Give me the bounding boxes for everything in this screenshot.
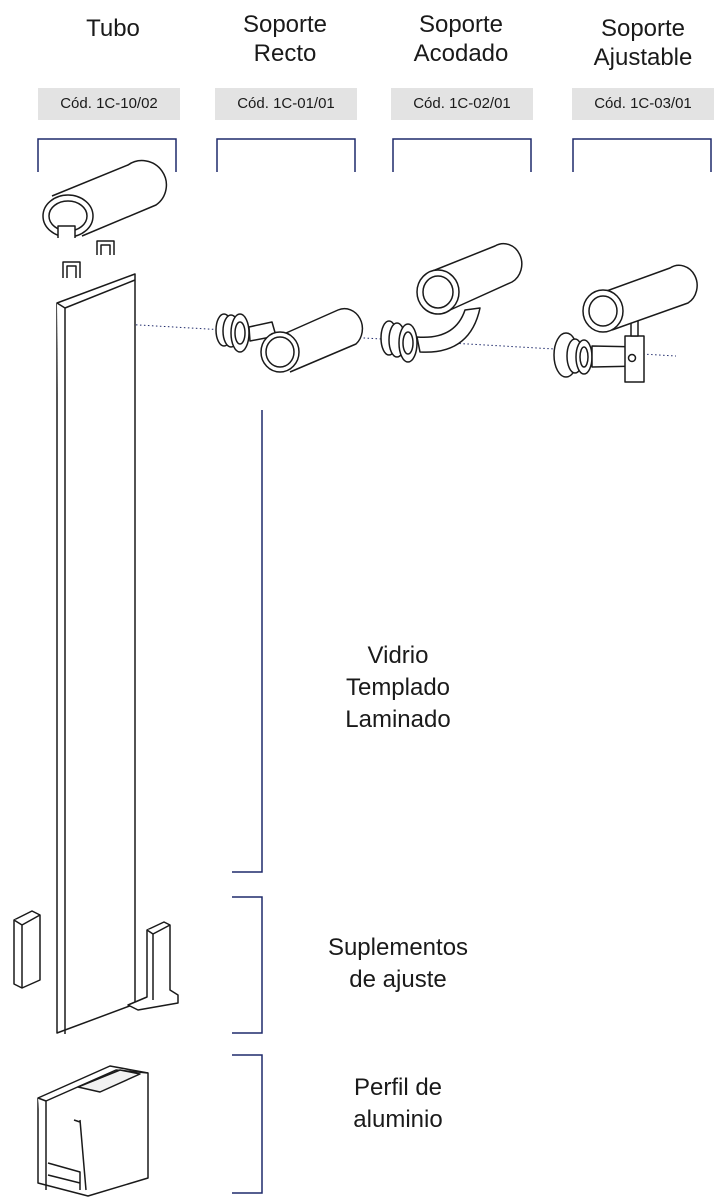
soporte-acodado-illustration xyxy=(380,242,523,363)
side-brackets xyxy=(232,410,263,1194)
bracket-glass xyxy=(232,410,263,873)
label-glass: Vidrio Templado Laminado xyxy=(345,642,451,733)
code-label-tubo: Cód. 1C-10/02 xyxy=(38,88,180,120)
code-label-soporte-acodado: Cód. 1C-02/01 xyxy=(391,88,533,120)
clip-illustration xyxy=(62,240,115,278)
label-shims: Suplementos de ajuste xyxy=(327,934,469,993)
code-label-soporte-recto: Cód. 1C-01/01 xyxy=(215,88,357,120)
column-title-soporte-ajustable: Soporte Ajustable xyxy=(593,15,693,71)
glass-panel-illustration xyxy=(56,273,136,1034)
column-title-tubo: Tubo xyxy=(86,15,140,42)
bracket-shims xyxy=(232,896,263,1034)
bracket-soporte-recto xyxy=(216,138,356,172)
tube-illustration xyxy=(42,159,168,238)
column-brackets xyxy=(37,138,712,172)
code-label-soporte-ajustable: Cód. 1C-03/01 xyxy=(572,88,714,120)
bracket-soporte-ajustable xyxy=(572,138,712,172)
bracket-profile xyxy=(232,1054,263,1194)
shim-right-illustration xyxy=(127,921,179,1011)
column-title-soporte-acodado: Soporte Acodado xyxy=(413,11,509,67)
aluminum-profile-illustration xyxy=(37,1065,149,1197)
soporte-recto-illustration xyxy=(215,307,364,373)
shim-left-illustration xyxy=(13,910,41,989)
label-profile: Perfil de aluminio xyxy=(353,1074,443,1133)
soporte-ajustable-illustration xyxy=(553,264,698,383)
column-title-soporte-recto: Soporte Recto xyxy=(242,11,328,67)
bracket-tubo xyxy=(37,138,177,172)
bracket-soporte-acodado xyxy=(392,138,532,172)
